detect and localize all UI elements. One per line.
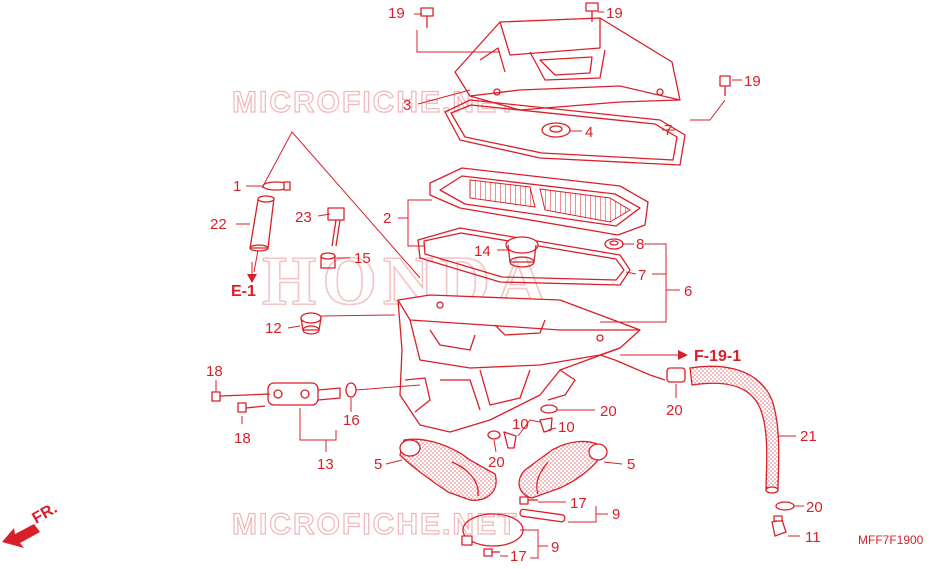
front-label: FR.: [30, 500, 61, 528]
callout-15: 15: [354, 250, 371, 267]
callout-19-right: 19: [744, 73, 761, 90]
cover-seal: [444, 99, 686, 166]
reference-f19-1: F-19-1: [694, 348, 741, 365]
screw-17-bottom: [483, 548, 500, 557]
bolt-19-left: [420, 7, 434, 28]
leader-lines: [215, 11, 804, 559]
callout-17-bottom: 17: [510, 548, 527, 565]
grommet-12: [300, 312, 322, 335]
air-filter-element: [429, 167, 649, 236]
callout-7-middle: 7: [638, 267, 646, 284]
filter-seal: [417, 227, 631, 286]
callout-5-right: 5: [627, 456, 635, 473]
callout-18-top: 18: [206, 363, 223, 380]
check-valve-10-left: [503, 431, 517, 449]
clip-20-c: [666, 367, 686, 383]
callout-5-left: 5: [374, 456, 382, 473]
clip-20-a: [487, 430, 501, 440]
bolt-23: [327, 207, 345, 247]
collar-15: [320, 252, 336, 269]
funnel-14: [505, 236, 539, 268]
diagram-code: MFF7F1900: [858, 533, 924, 547]
clip-20-b: [540, 404, 558, 414]
clip-20-d: [775, 501, 795, 511]
air-cleaner-cover: [454, 17, 681, 111]
callout-1: 1: [233, 178, 241, 195]
callout-20-left: 20: [488, 454, 505, 471]
callout-21: 21: [800, 428, 817, 445]
washer-16: [345, 382, 357, 398]
grommet-8: [604, 238, 624, 250]
plug-11: [771, 515, 787, 537]
callout-10-left: 10: [512, 416, 529, 433]
band-9-top: [519, 508, 566, 523]
callout-12: 12: [265, 320, 282, 337]
callout-14: 14: [474, 243, 491, 260]
callout-2: 2: [383, 210, 391, 227]
callout-9-top: 9: [612, 506, 620, 523]
front-direction-arrow: [2, 524, 40, 548]
grommet-4: [541, 122, 571, 138]
watermark-bottom: MICROFICHE.NET: [232, 508, 518, 541]
bolt-18-top: [211, 391, 271, 402]
callout-4: 4: [585, 124, 593, 141]
callout-11: 11: [805, 529, 821, 546]
bracket-13: [267, 382, 341, 406]
callout-6: 6: [684, 283, 692, 300]
callout-16: 16: [343, 412, 360, 429]
callout-18-bottom: 18: [234, 430, 251, 447]
check-valve-10-right: [539, 417, 553, 433]
hose-22: [249, 195, 275, 252]
callout-8: 8: [636, 236, 644, 253]
screw-17-top: [519, 496, 538, 505]
funnel-5-right: [518, 440, 608, 499]
callout-17-top: 17: [570, 495, 587, 512]
callout-3: 3: [403, 97, 411, 114]
bolt-19-right: [719, 75, 731, 96]
callout-9-bottom: 9: [551, 539, 559, 556]
callout-23: 23: [295, 209, 312, 226]
callout-19-center: 19: [606, 5, 623, 22]
callout-20-tube: 20: [666, 402, 683, 419]
callout-19-left: 19: [388, 5, 405, 22]
reference-e1: E-1: [231, 283, 256, 300]
callout-20-center: 20: [600, 403, 617, 420]
callout-7-top: 7: [664, 122, 672, 139]
callout-22: 22: [210, 216, 227, 233]
clamp-1: [262, 181, 291, 191]
funnel-5-left: [399, 438, 497, 501]
bolt-18-bottom: [237, 402, 266, 413]
callout-13: 13: [317, 456, 334, 473]
callout-10-right: 10: [558, 419, 575, 436]
drain-tube-21: [689, 365, 780, 494]
air-cleaner-housing: [397, 294, 666, 433]
callout-20-right: 20: [806, 499, 823, 516]
bolt-19-center: [585, 2, 599, 22]
